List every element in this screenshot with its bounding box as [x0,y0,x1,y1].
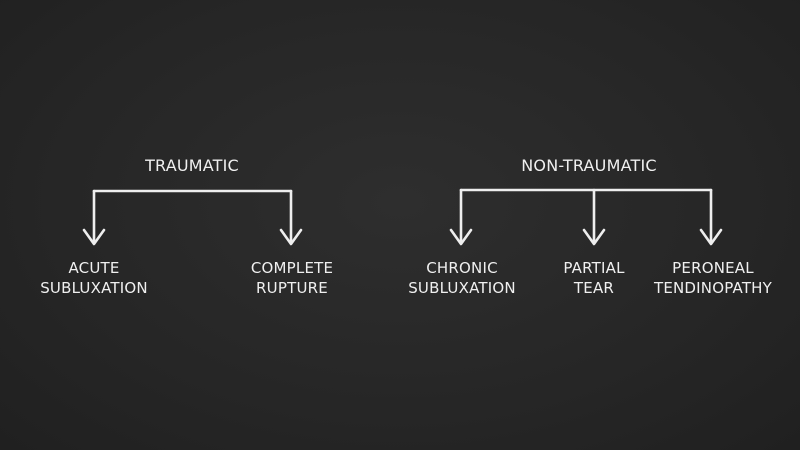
leaf-partial-tear: PARTIAL TEAR [563,258,624,298]
leaf-line: PERONEAL [672,259,754,277]
leaf-line: ACUTE [68,259,120,277]
leaf-complete-rupture: COMPLETE RUPTURE [251,258,333,298]
non-traumatic-bracket [449,188,723,246]
traumatic-bracket [82,189,303,246]
non-traumatic-title: NON-TRAUMATIC [521,156,657,175]
leaf-line: COMPLETE [250,259,334,277]
traumatic-arrowhead-acute [82,228,106,246]
traumatic-title: TRAUMATIC [145,156,239,175]
leaf-line: SUBLUXATION [408,279,516,297]
traumatic-arrowhead-complete [279,228,303,246]
leaf-chronic-subluxation: CHRONIC SUBLUXATION [408,258,516,298]
leaf-line: PARTIAL [563,259,625,277]
leaf-line: TEAR [573,279,615,297]
leaf-line: SUBLUXATION [40,279,148,297]
leaf-acute-subluxation: ACUTE SUBLUXATION [40,258,148,298]
non-traumatic-arrowhead-chronic [449,228,473,246]
leaf-line: CHRONIC [426,259,498,277]
non-traumatic-arrowhead-peroneal [699,228,723,246]
non-traumatic-arrowhead-partial [582,228,606,246]
leaf-line: RUPTURE [256,279,328,297]
leaf-line: TENDINOPATHY [653,279,773,297]
leaf-peroneal-tendinopathy: PERONEAL TENDINOPATHY [654,258,772,298]
